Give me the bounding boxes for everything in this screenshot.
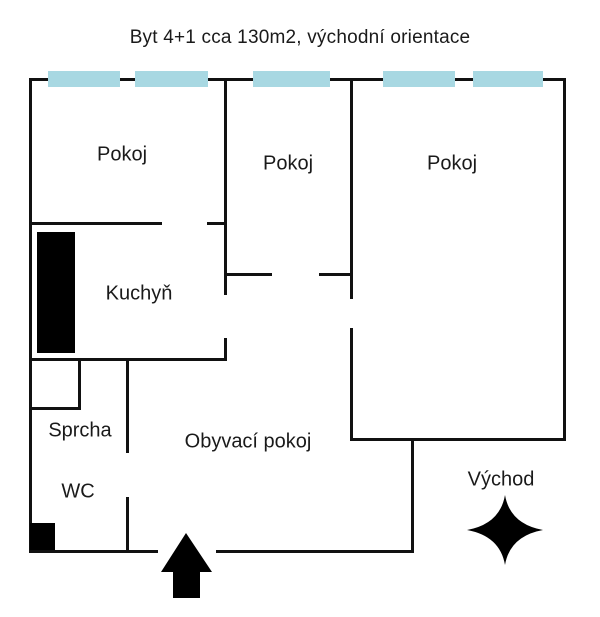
wall-divider-pokoj2-pokoj3	[350, 78, 353, 299]
window-pokoj1-left	[48, 71, 120, 87]
kitchen-counter-block	[37, 232, 75, 353]
window-pokoj3-right	[473, 71, 543, 87]
wall-bottom-right-of-entrance	[216, 550, 414, 553]
compass-star-icon	[467, 495, 543, 565]
wall-living-right	[411, 438, 414, 553]
entrance-arrow-icon	[161, 533, 212, 598]
room-label-pokoj-3: Pokoj	[426, 152, 478, 175]
window-pokoj3-left	[383, 71, 455, 87]
room-label-shower: Sprcha	[48, 419, 112, 442]
room-label-kitchen: Kuchyň	[105, 282, 173, 305]
wall-shower-stall-right	[78, 361, 81, 410]
window-pokoj1-right	[135, 71, 208, 87]
wall-kitchen-top-left	[29, 222, 162, 225]
plan-title: Byt 4+1 cca 130m2, východní orientace	[129, 27, 471, 48]
room-label-pokoj-1: Pokoj	[96, 143, 148, 166]
room-label-pokoj-2: Pokoj	[262, 152, 314, 175]
wall-bottom-left-of-entrance	[29, 550, 158, 553]
wall-pokoj3-bottom	[351, 438, 566, 441]
room-label-living: Obyvací pokoj	[184, 430, 312, 453]
compass-label: Východ	[467, 468, 535, 491]
room-label-wc: WC	[61, 480, 95, 503]
wall-kitchen-top-right	[207, 222, 227, 225]
window-pokoj2	[253, 71, 330, 87]
wall-divider-living-pokoj3	[350, 328, 353, 441]
wall-pokoj2-bottom-right	[319, 273, 353, 276]
wall-bath-lower	[126, 497, 129, 553]
wc-fixture-block	[30, 523, 55, 550]
wall-left	[29, 78, 32, 553]
wall-right	[563, 78, 566, 441]
wall-bath-upper	[126, 358, 129, 453]
wall-pokoj2-bottom-left	[224, 273, 272, 276]
wall-divider-pokoj1-pokoj2	[224, 78, 227, 295]
wall-divider-kitchen-hall-stub	[224, 338, 227, 361]
wall-shower-stall-bottom	[29, 407, 81, 410]
